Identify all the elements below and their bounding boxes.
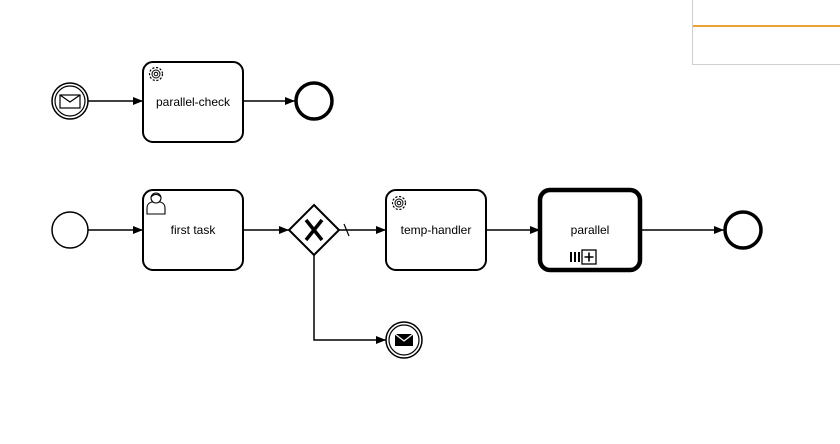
parallel-multi-instance-icon <box>570 252 580 262</box>
task-label: parallel-check <box>156 95 231 109</box>
start-event[interactable] <box>51 211 89 249</box>
gateway-x-marker <box>304 218 324 242</box>
gear-icon <box>391 195 407 211</box>
message-end-event[interactable] <box>385 321 423 359</box>
panel-accent-bar <box>693 25 840 27</box>
envelope-icon <box>59 94 81 109</box>
sequence-flow-to-message-end[interactable] <box>313 255 386 344</box>
default-flow-marker <box>343 223 350 237</box>
subprocess-label: parallel <box>571 223 610 237</box>
envelope-icon <box>394 333 414 346</box>
gear-icon <box>148 66 164 82</box>
properties-panel[interactable] <box>692 0 840 65</box>
task-label: temp-handler <box>401 223 472 237</box>
user-icon <box>146 192 166 215</box>
service-task-parallel-check[interactable]: parallel-check <box>142 61 244 143</box>
service-task-temp-handler[interactable]: temp-handler <box>385 189 487 271</box>
end-event[interactable] <box>294 81 334 121</box>
collapsed-plus-icon <box>581 249 597 265</box>
user-task-first-task[interactable]: first task <box>142 189 244 271</box>
exclusive-gateway[interactable] <box>287 203 341 257</box>
message-start-event[interactable] <box>51 82 89 120</box>
collapsed-subprocess-parallel[interactable]: parallel <box>537 187 643 273</box>
end-event[interactable] <box>723 210 763 250</box>
task-label: first task <box>171 223 217 237</box>
